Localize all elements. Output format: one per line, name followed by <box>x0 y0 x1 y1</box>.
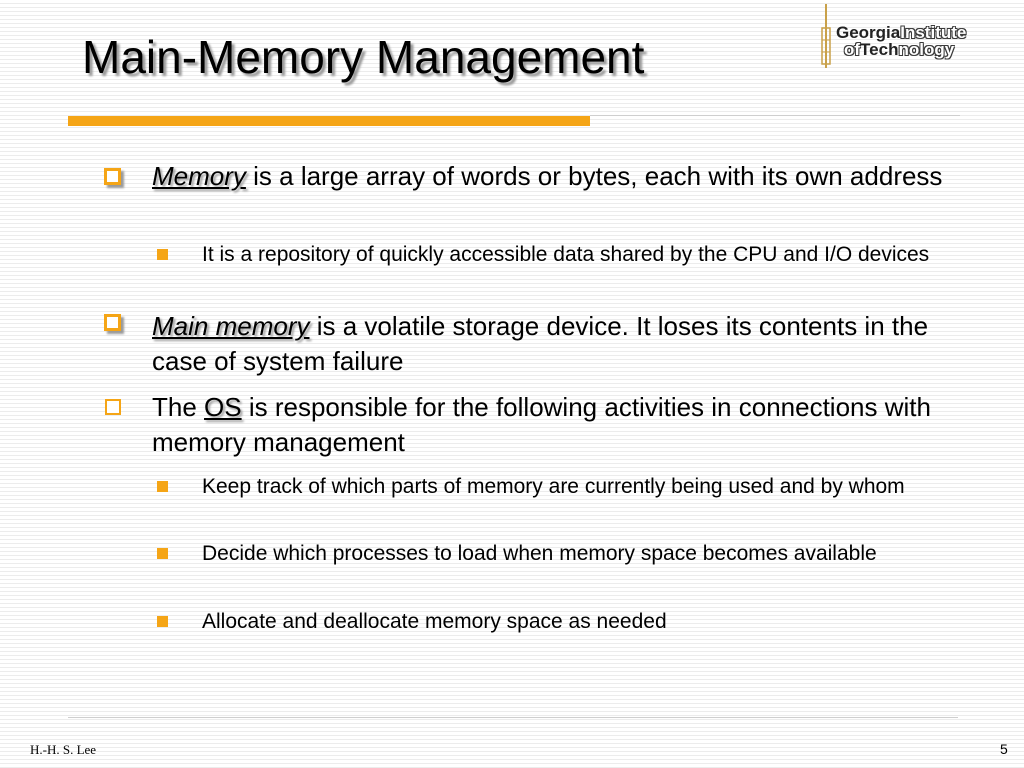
title-underline-bar <box>68 116 590 126</box>
sub-bullet-keep-track: Keep track of which parts of memory are … <box>202 475 905 498</box>
sub-bullet-decide: Decide which processes to load when memo… <box>202 542 877 565</box>
solid-square-bullet-icon <box>157 548 168 559</box>
slide-title: Main-Memory Management <box>82 31 645 83</box>
sub-bullet-allocate: Allocate and deallocate memory space as … <box>202 610 667 633</box>
bullet-os: The OS is responsible for the following … <box>152 392 931 457</box>
solid-square-bullet-icon <box>157 481 168 492</box>
bullet-main-memory: Main memory is a volatile storage device… <box>152 311 929 376</box>
logo-line-1: GeorgiaInstitute <box>836 23 967 42</box>
footer-author: H.-H. S. Lee <box>30 742 97 757</box>
hollow-square-bullet-icon <box>104 314 121 331</box>
hollow-square-bullet-icon <box>104 168 121 185</box>
solid-square-bullet-icon <box>157 249 168 260</box>
logo-tower-icon <box>821 4 831 68</box>
georgia-tech-logo: GeorgiaInstitute ofTechnology <box>818 4 1014 68</box>
page-number: 5 <box>1000 741 1008 757</box>
solid-square-bullet-icon <box>157 616 168 627</box>
hollow-square-bullet-icon <box>105 399 121 415</box>
title-divider-line <box>590 115 960 116</box>
logo-line-2: ofTechnology <box>844 40 955 59</box>
sub-bullet-repository: It is a repository of quickly accessible… <box>202 243 930 266</box>
footer-divider-line <box>68 717 958 718</box>
bullet-memory: Memory is a large array of words or byte… <box>152 161 943 191</box>
